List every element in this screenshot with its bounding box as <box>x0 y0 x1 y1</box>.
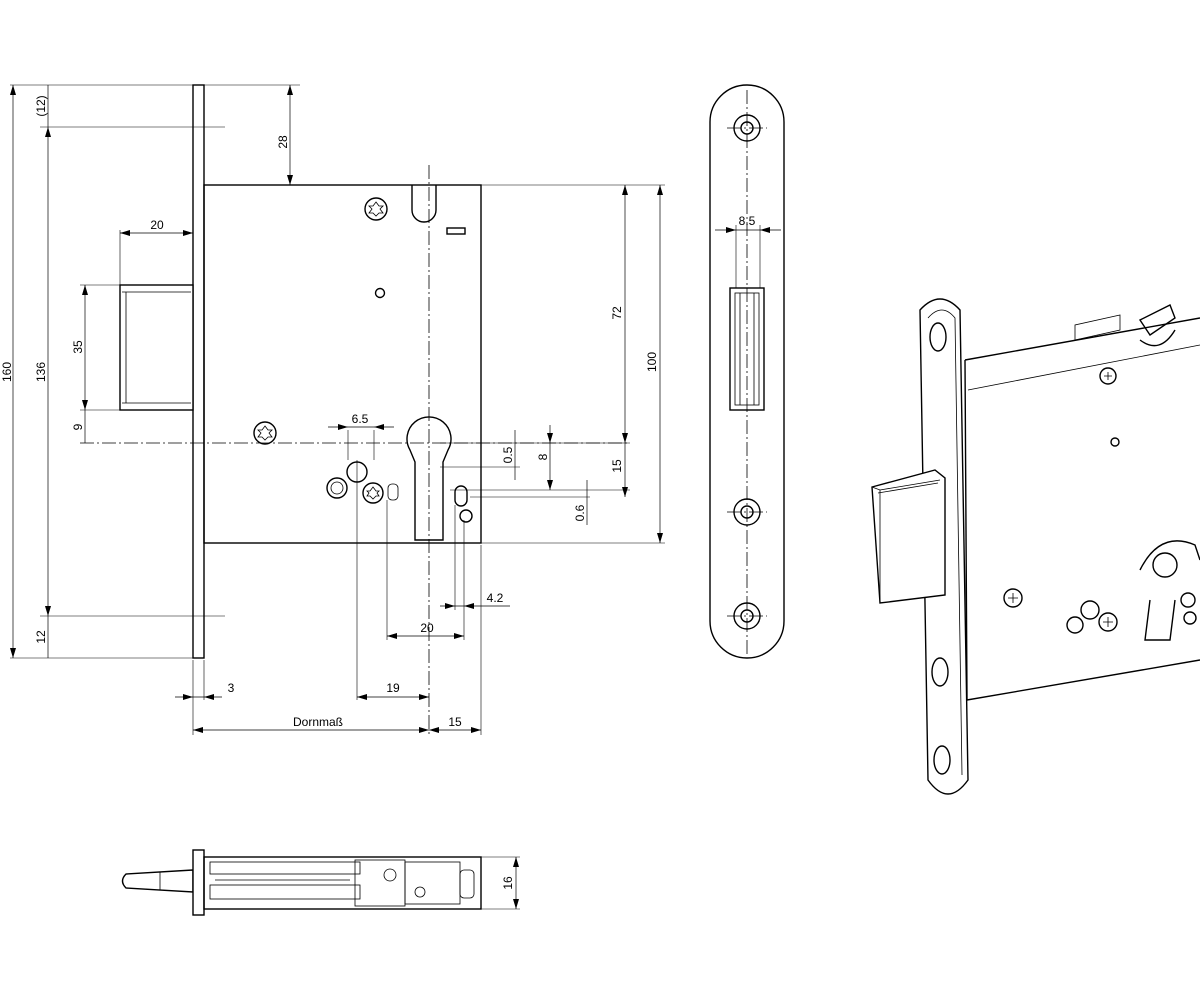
latch-opening <box>729 287 765 411</box>
torx-screw-top <box>364 197 388 221</box>
dim-faceplate-3: 3 <box>228 681 235 695</box>
latch-bolt <box>119 284 194 411</box>
top-slot <box>411 185 437 223</box>
iso-latch <box>871 469 946 604</box>
dim-distance-72: 72 <box>610 306 624 320</box>
isometric-view <box>871 298 1200 795</box>
top-view: 16 <box>121 849 520 916</box>
dim-cam-offset: 6.5 <box>352 412 369 426</box>
dim-case-top: 28 <box>276 135 290 149</box>
dim-backset-label: Dornmaß <box>293 715 343 729</box>
dim-case-height: 100 <box>645 352 659 372</box>
dim-faceplate-span: 136 <box>34 362 48 382</box>
cylinder-cutout <box>406 416 452 541</box>
dim-top-offset: (12) <box>34 95 48 116</box>
faceplate <box>192 84 205 659</box>
front-view: 160 136 (12) 12 28 20 35 9 6.5 0.5 8 15 … <box>0 84 665 735</box>
bolt-tip <box>121 869 194 893</box>
dim-strike-width: 8.5 <box>739 214 756 228</box>
dim-pin-4-2: 4.2 <box>487 591 504 605</box>
dim-backset-end: 15 <box>448 715 462 729</box>
dim-bolt-height: 35 <box>71 340 85 354</box>
dim-offset-06: 0.6 <box>573 504 587 521</box>
dim-bottom-offset: 12 <box>34 630 48 644</box>
dim-offset-half: 0.5 <box>501 446 515 463</box>
dim-hole-20: 20 <box>420 621 434 635</box>
dim-hole-19: 19 <box>386 681 400 695</box>
faceplate-screw-hole-top <box>727 114 767 142</box>
dim-bolt-to-axis: 9 <box>71 423 85 430</box>
dim-offset-8: 8 <box>536 453 550 460</box>
small-hole <box>374 287 386 299</box>
dim-bolt-projection: 20 <box>150 218 164 232</box>
torx-screw-lower <box>362 482 384 504</box>
dim-depth-16: 16 <box>501 876 515 890</box>
torx-screw-middle <box>253 421 277 445</box>
faceplate-side-view: 8.5 <box>709 84 785 659</box>
iso-case <box>964 317 1200 701</box>
small-slot <box>446 227 466 235</box>
dim-offset-15: 15 <box>610 459 624 473</box>
faceplate-screw-hole-middle <box>727 498 767 526</box>
dim-overall-height: 160 <box>0 362 14 382</box>
faceplate-screw-hole-bottom <box>727 602 767 630</box>
